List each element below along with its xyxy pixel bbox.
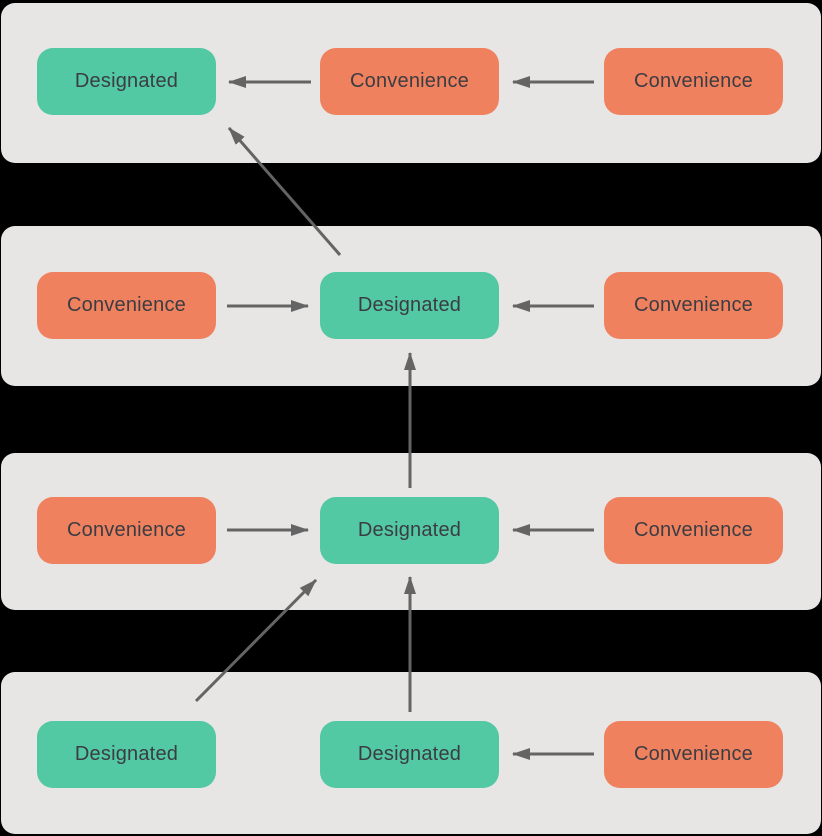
node-label: Convenience: [67, 294, 186, 316]
node-convenience: Convenience: [37, 272, 216, 339]
node-label: Convenience: [634, 70, 753, 92]
node-designated: Designated: [320, 497, 499, 564]
node-label: Convenience: [67, 519, 186, 541]
node-convenience: Convenience: [604, 48, 783, 115]
node-label: Designated: [357, 294, 462, 316]
node-convenience: Convenience: [604, 721, 783, 788]
node-designated: Designated: [320, 272, 499, 339]
node-label: Designated: [357, 743, 462, 765]
node-designated: Designated: [320, 721, 499, 788]
node-label: Convenience: [634, 519, 753, 541]
node-designated: Designated: [37, 48, 216, 115]
node-label: Convenience: [634, 294, 753, 316]
node-convenience: Convenience: [37, 497, 216, 564]
node-label: Designated: [74, 70, 179, 92]
node-convenience: Convenience: [604, 272, 783, 339]
node-label: Designated: [74, 743, 179, 765]
node-convenience: Convenience: [604, 497, 783, 564]
node-label: Convenience: [350, 70, 469, 92]
node-label: Convenience: [634, 743, 753, 765]
node-convenience: Convenience: [320, 48, 499, 115]
node-designated: Designated: [37, 721, 216, 788]
node-label: Designated: [357, 519, 462, 541]
